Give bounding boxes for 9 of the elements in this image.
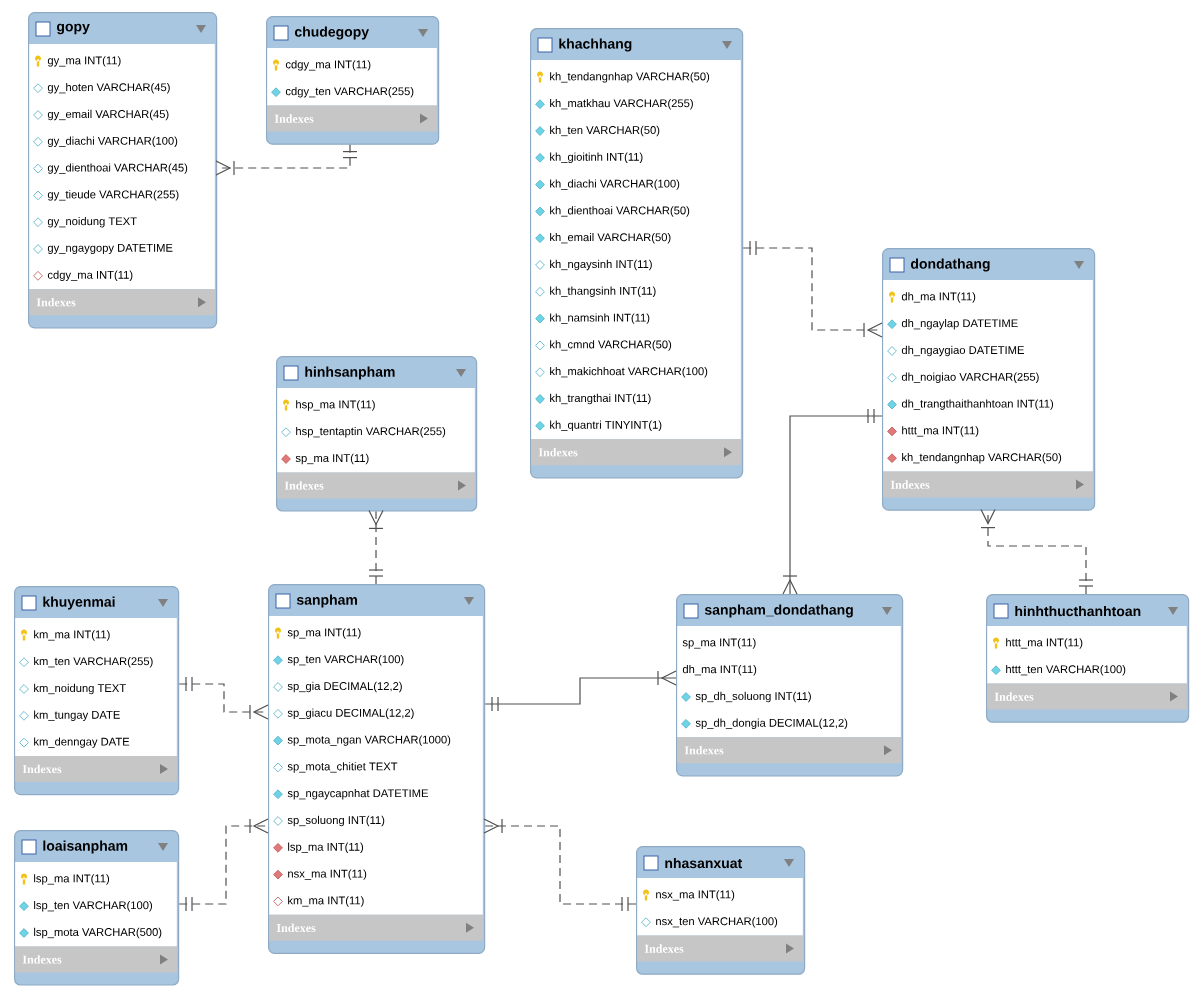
relationship-line — [782, 408, 883, 595]
relationship-line — [368, 509, 384, 585]
relationship-line — [484, 670, 677, 712]
relationship-line — [178, 676, 269, 720]
relationship-line — [980, 509, 1094, 595]
relationship-line — [178, 818, 269, 912]
relationship-line — [742, 240, 883, 338]
relationship-line — [215, 144, 358, 176]
relationship-line — [483, 818, 637, 912]
